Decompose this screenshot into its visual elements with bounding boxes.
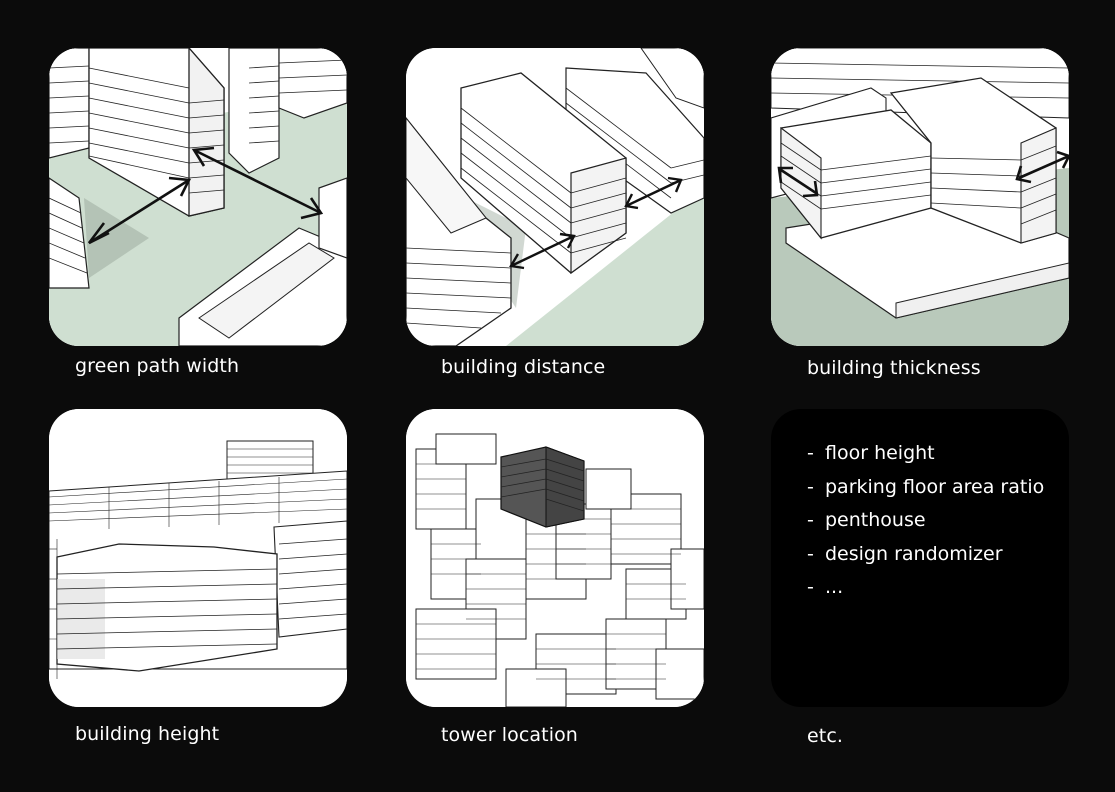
list-item: -floor height [807,442,935,464]
caption-building-height: building height [75,723,220,745]
building-thickness-tile [771,48,1069,346]
caption-building-distance: building distance [441,356,606,378]
list-item: -penthouse [807,509,926,531]
etc-panel: -floor height -parking floor area ratio … [771,409,1069,707]
list-item: -design randomizer [807,542,1003,565]
caption-tower-location: tower location [441,724,578,746]
tower-location-illustration [406,409,704,707]
building-height-tile [49,409,347,707]
building-distance-illustration [406,48,704,346]
parameter-list: -floor height -parking floor area ratio … [807,437,1044,605]
list-item: -... [807,576,844,598]
tower-location-tile [406,409,704,707]
building-height-illustration [49,409,347,707]
building-distance-tile [406,48,704,346]
caption-green-path-width: green path width [75,355,240,377]
green-path-width-tile [49,48,347,346]
building-thickness-illustration [771,48,1069,346]
list-item: -parking floor area ratio [807,475,1045,498]
caption-etc: etc. [807,725,844,747]
caption-building-thickness: building thickness [807,357,981,379]
green-path-width-illustration [49,48,347,346]
